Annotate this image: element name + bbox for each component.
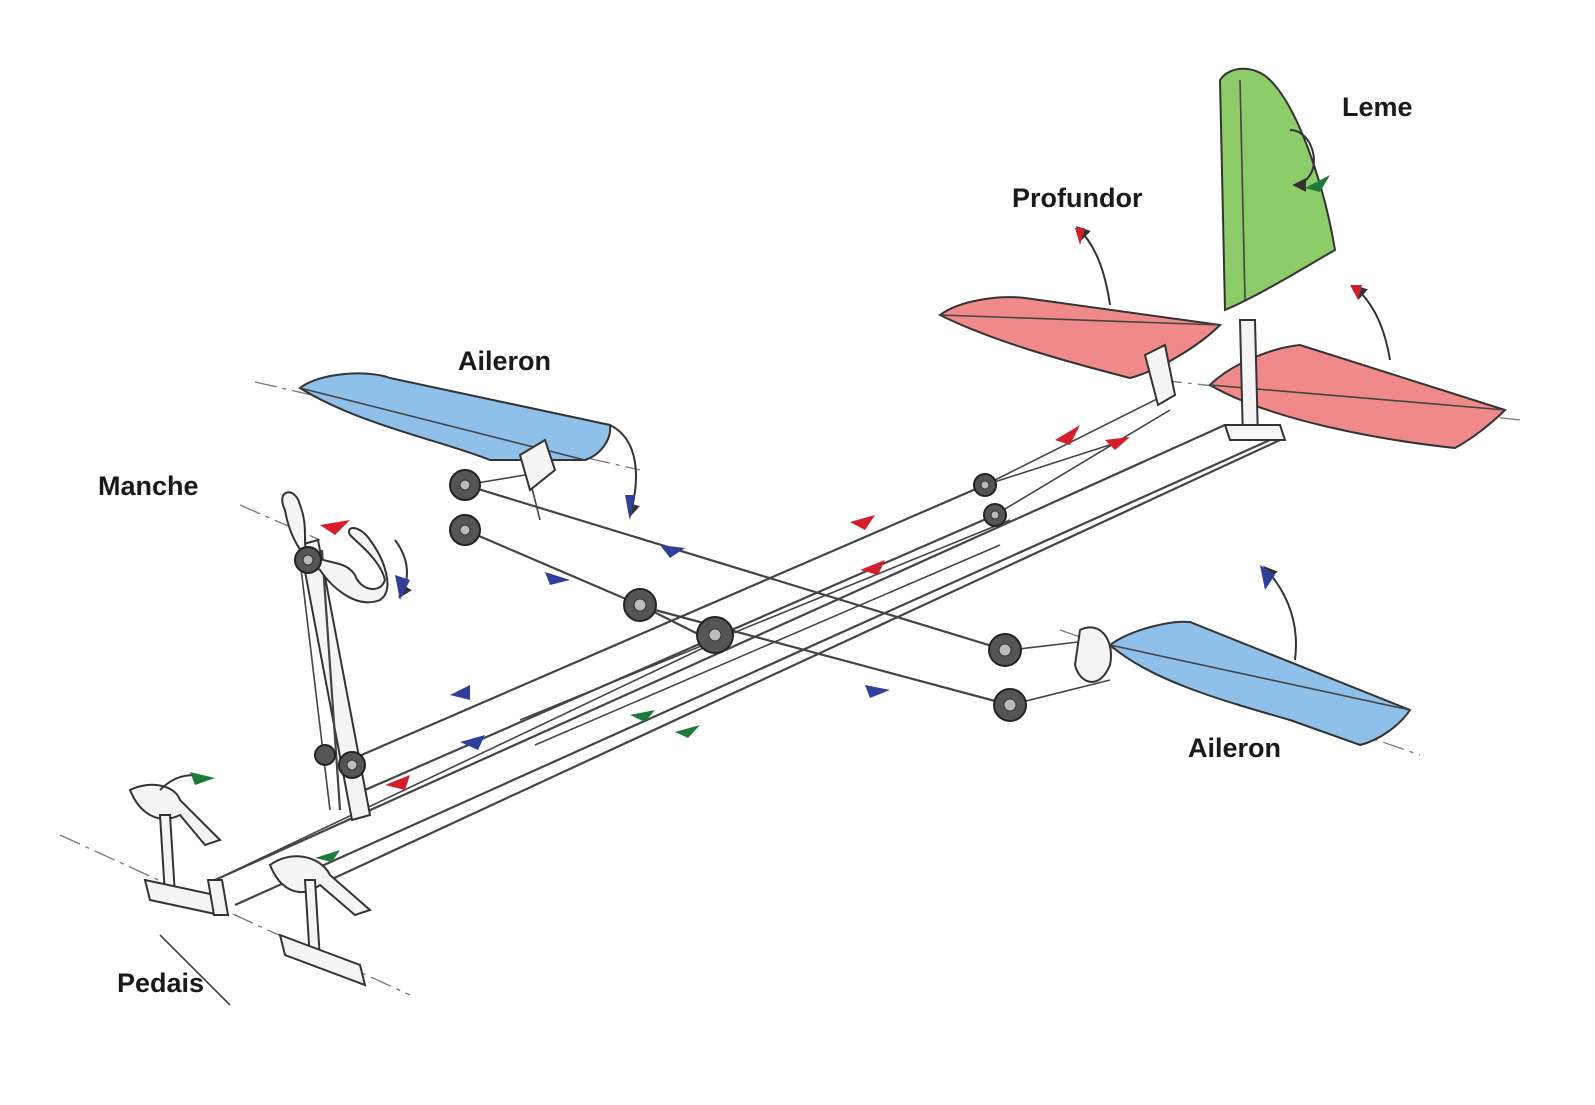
pulley xyxy=(449,514,481,546)
pulley xyxy=(993,688,1027,722)
pulleys xyxy=(449,469,1027,722)
pulley xyxy=(449,469,481,501)
pulley xyxy=(623,588,657,622)
label-manche: Manche xyxy=(98,471,199,501)
label-aileron-right: Aileron xyxy=(1188,733,1282,763)
elevator xyxy=(938,296,1507,450)
control-stick xyxy=(281,491,389,822)
pedals xyxy=(128,783,372,1006)
fuselage-tube xyxy=(214,423,1281,907)
label-aileron-left: Aileron xyxy=(458,346,552,376)
pulley xyxy=(973,473,997,497)
pulley xyxy=(696,616,734,654)
blue-arrows xyxy=(395,495,1275,750)
label-profundor: Profundor xyxy=(1012,183,1143,213)
label-leme: Leme xyxy=(1342,92,1413,122)
right-aileron xyxy=(1073,620,1412,747)
pulley xyxy=(988,633,1022,667)
green-arrows xyxy=(190,175,1330,862)
red-arrows xyxy=(320,228,1362,790)
rudder-cables xyxy=(214,519,1011,881)
label-pedais: Pedais xyxy=(117,968,205,998)
pulley xyxy=(983,503,1007,527)
left-aileron xyxy=(298,372,612,492)
